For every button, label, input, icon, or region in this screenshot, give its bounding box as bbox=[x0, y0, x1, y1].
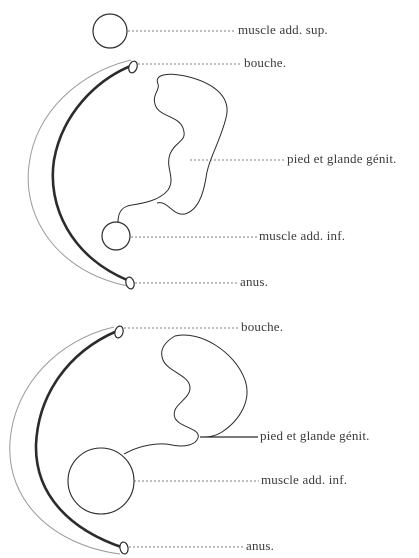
mouth-ellipse-bottom bbox=[114, 325, 125, 339]
foot-outline-bottom bbox=[124, 335, 247, 454]
digestive-tube-bottom bbox=[36, 331, 124, 548]
anus-ellipse-bottom bbox=[119, 541, 129, 554]
label-pied-top: pied et glande génit. bbox=[287, 152, 397, 166]
label-anus-bottom: anus. bbox=[246, 539, 274, 553]
label-bouche-top: bouche. bbox=[244, 56, 286, 70]
body-outline-top bbox=[28, 60, 131, 286]
muscle-add-inf-circle-bottom bbox=[68, 448, 134, 514]
label-pied-bottom: pied et glande génit. bbox=[260, 429, 370, 443]
label-anus-top: anus. bbox=[240, 275, 268, 289]
label-bouche-bottom: bouche. bbox=[241, 320, 283, 334]
body-outline-bottom bbox=[10, 327, 120, 554]
label-muscle-add-sup: muscle add. sup. bbox=[238, 23, 328, 37]
label-muscle-add-inf-bottom: muscle add. inf. bbox=[261, 473, 347, 487]
figure-bottom bbox=[10, 325, 259, 554]
anus-ellipse-top bbox=[125, 276, 136, 290]
muscle-add-inf-circle-top bbox=[102, 222, 130, 250]
label-muscle-add-inf-top: muscle add. inf. bbox=[259, 229, 345, 243]
foot-outline-top bbox=[118, 74, 227, 222]
muscle-add-sup-circle bbox=[93, 14, 127, 48]
mouth-ellipse-top bbox=[127, 60, 139, 74]
